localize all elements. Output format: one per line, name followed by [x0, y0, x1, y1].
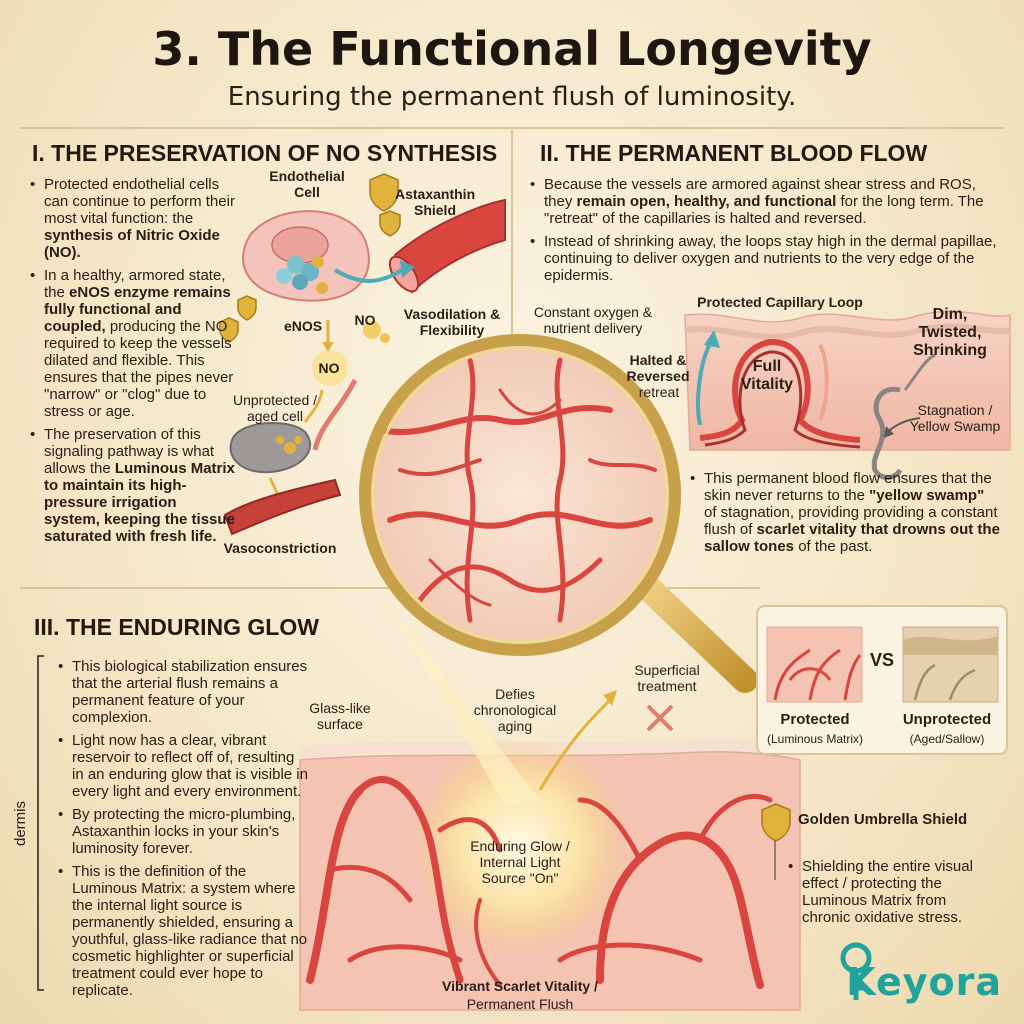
label-superficial-treatment: Superficial treatment: [634, 662, 700, 694]
shield-bullets: Shielding the entire visual effect / pro…: [788, 858, 998, 932]
label-constant-delivery: Constant oxygen & nutrient delivery: [533, 304, 653, 336]
lens-vessels: [377, 357, 657, 623]
broken-enos: [276, 436, 302, 454]
section-2-bullet-3: This permanent blood flow ensures that t…: [690, 470, 1000, 555]
section-1-bullets: Protected endothelial cells can continue…: [30, 176, 235, 551]
magnifier-handle: [627, 567, 758, 693]
dermis-label: dermis: [12, 800, 29, 846]
section-3-bullet-1: This biological stabilization ensures th…: [58, 658, 308, 726]
label-protected-capillary-loop: Protected Capillary Loop: [697, 294, 863, 310]
unprotected-cell: [229, 422, 311, 474]
label-vasodilation: Vasodilation & Flexibility: [403, 306, 501, 338]
label-vasoconstriction: Vasoconstriction: [223, 540, 337, 556]
section-2-bullets-top: Because the vessels are armored against …: [530, 176, 1000, 290]
defies-arrow: [538, 698, 612, 791]
section-1-bullet-1: Protected endothelial cells can continue…: [30, 176, 235, 261]
label-endothelial-cell: Endothelial Cell: [269, 168, 345, 200]
logo-mark: [840, 942, 872, 1000]
page-subtitle: Ensuring the permanent flush of luminosi…: [227, 82, 797, 112]
section-1-heading: I. THE PRESERVATION OF NO SYNTHESIS: [32, 140, 498, 166]
constricted-vessel: [223, 478, 342, 536]
enos-cluster: [276, 256, 328, 294]
dilated-vessel: [393, 198, 506, 294]
label-no-1: NO: [354, 312, 376, 328]
label-astaxanthin-shield: Astaxanthin Shield: [395, 186, 476, 218]
label-full-vitality: Full Vitality: [740, 358, 794, 393]
halted-arrow: [696, 338, 714, 426]
cross-icon: [646, 704, 674, 732]
brand-logo: Keyora: [846, 960, 1002, 1004]
dermis-bracket: [37, 655, 44, 991]
arrow-to-vessel: [333, 266, 407, 283]
section-2-heading: II. THE PERMANENT BLOOD FLOW: [540, 140, 928, 166]
label-dim-twisted: Dim, Twisted, Shrinking: [913, 306, 987, 359]
vessel-network: [306, 776, 773, 989]
no-molecules: [312, 321, 390, 386]
label-enos: eNOS: [283, 318, 323, 334]
dermis-label-wrap: dermis: [8, 790, 38, 850]
compare-vs: VS: [869, 650, 894, 670]
enduring-glow: [410, 735, 630, 955]
section-1-bullet-2: In a healthy, armored state, the eNOS en…: [30, 267, 235, 420]
label-glass-surface: Glass-like surface: [309, 700, 371, 732]
label-retreat: retreat: [638, 384, 680, 400]
label-golden-shield: Golden Umbrella Shield: [798, 811, 968, 828]
compare-protected-sub: (Luminous Matrix): [766, 732, 864, 746]
shield-bullet: Shielding the entire visual effect / pro…: [788, 858, 998, 926]
compare-unprotected: Unprotected: [902, 711, 992, 728]
section-2-bullet-1: Because the vessels are armored against …: [530, 176, 1000, 227]
label-enduring-glow: Enduring Glow / Internal Light Source "O…: [470, 838, 570, 886]
section-3-heading: III. THE ENDURING GLOW: [34, 614, 319, 640]
label-unprotected-cell: Unprotected / aged cell: [232, 392, 318, 424]
section-2-bullets-bottom: This permanent blood flow ensures that t…: [690, 470, 1000, 561]
skin-layer: [684, 310, 1011, 451]
label-stagnation: Stagnation / Yellow Swamp: [909, 402, 1001, 434]
arrow-unprotected: [312, 378, 358, 451]
golden-shield-icon: [761, 803, 791, 842]
section-3-bullet-3: By protecting the micro-plumbing, Astaxa…: [58, 806, 308, 857]
section-3-bullet-4: This is the definition of the Luminous M…: [58, 863, 308, 999]
section-1-bullet-3: The preservation of this signaling pathw…: [30, 426, 235, 545]
label-no-2: NO: [318, 360, 340, 376]
section-2-bullet-2: Instead of shrinking away, the loops sta…: [530, 233, 1000, 284]
section-3-bullet-2: Light now has a clear, vibrant reservoir…: [58, 732, 308, 800]
protected-capillary-loop: [699, 338, 861, 443]
compare-protected: Protected: [780, 711, 850, 728]
page-title: 3. The Functional Longevity: [152, 22, 872, 76]
label-permanent-flush: Permanent Flush: [466, 996, 574, 1012]
label-defies-aging: Defies chronological aging: [473, 686, 557, 734]
label-halted-reversed: Halted & Reversed: [626, 352, 690, 384]
compare-unprotected-sub: (Aged/Sallow): [909, 732, 985, 746]
section-3-bullets: This biological stabilization ensures th…: [58, 658, 308, 1005]
label-vibrant-vitality: Vibrant Scarlet Vitality /: [442, 978, 598, 994]
